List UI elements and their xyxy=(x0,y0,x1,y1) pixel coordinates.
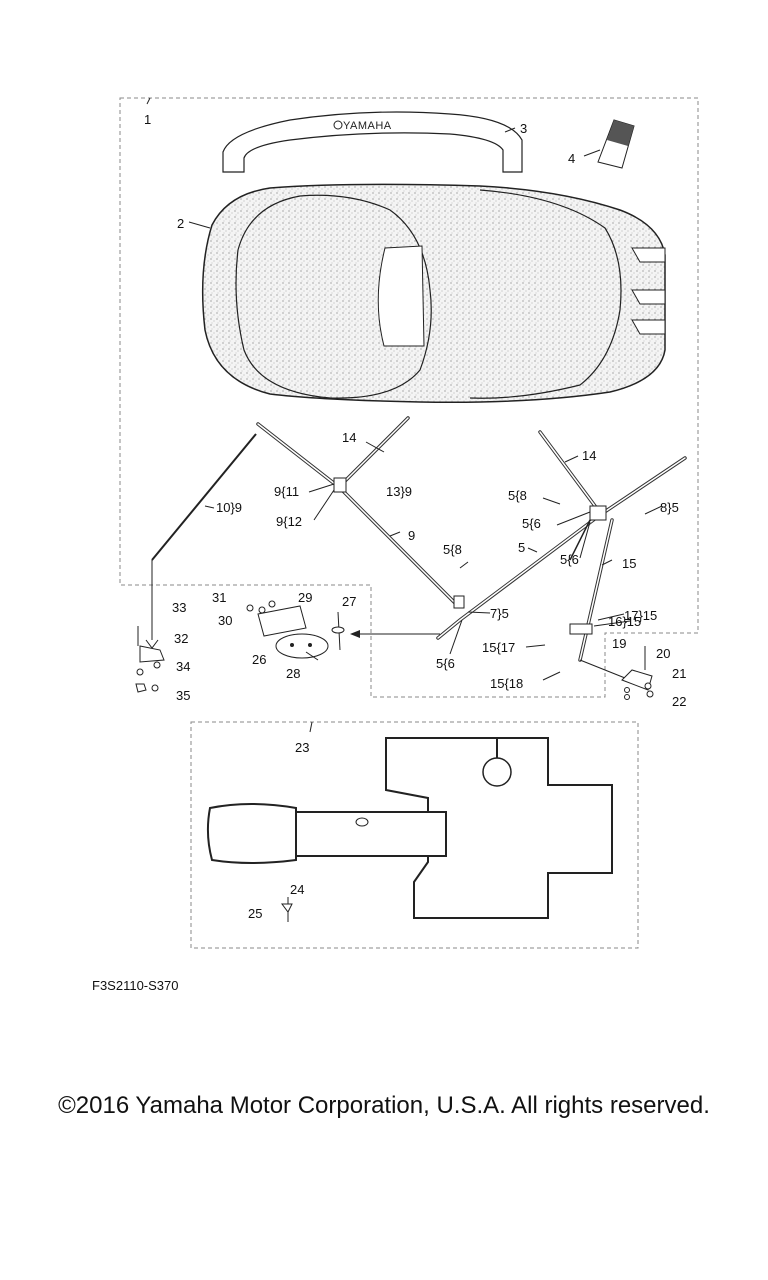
callout-5-6-lower: 5{6 xyxy=(436,656,455,671)
callout-8-5: 8}5 xyxy=(660,500,679,515)
callout-20: 20 xyxy=(656,646,670,661)
callout-32: 32 xyxy=(174,631,188,646)
right-hardware-group xyxy=(579,646,654,700)
callout-5-8-left: 5{8 xyxy=(443,542,462,557)
callout-4: 4 xyxy=(568,151,575,166)
callout-10-9: 10}9 xyxy=(216,500,242,515)
rivet-part xyxy=(281,897,293,922)
copyright-notice: ©2016 Yamaha Motor Corporation, U.S.A. A… xyxy=(58,1092,710,1119)
cover-part xyxy=(201,183,666,404)
callout-3: 3 xyxy=(520,121,527,136)
callout-1: 1 xyxy=(144,112,151,127)
group-outline-mat xyxy=(190,721,639,949)
yamaha-logo: YAMAHA xyxy=(343,120,392,132)
callout-31: 31 xyxy=(212,590,226,605)
callout-7-5: 7}5 xyxy=(490,606,509,621)
left-hardware-group xyxy=(135,560,165,693)
callout-26: 26 xyxy=(252,652,266,667)
callout-9-11: 9{11 xyxy=(274,484,299,499)
callout-16-15: 16}15 xyxy=(608,614,641,629)
callout-15-17: 15{17 xyxy=(482,640,515,655)
frame-poles xyxy=(151,416,687,662)
callout-19: 19 xyxy=(612,636,626,651)
callout-14-left: 14 xyxy=(342,430,356,445)
callout-9: 9 xyxy=(408,528,415,543)
callout-2: 2 xyxy=(177,216,184,231)
callout-34: 34 xyxy=(176,659,190,674)
callout-9-12: 9{12 xyxy=(276,514,302,529)
callouts: 1 3 4 2 14 14 9{11 13}9 9{12 9 10}9 5{8 … xyxy=(144,112,686,921)
callout-33: 33 xyxy=(172,600,186,615)
label-tag-part xyxy=(597,119,635,169)
leader-lines xyxy=(146,97,663,733)
callout-15: 15 xyxy=(622,556,636,571)
callout-27: 27 xyxy=(342,594,356,609)
callout-17-15: 17}15 xyxy=(624,608,657,623)
callout-28: 28 xyxy=(286,666,300,681)
callout-5-6-mid: 5{6 xyxy=(560,552,579,567)
callout-23: 23 xyxy=(295,740,309,755)
diagram-code: F3S2110-S370 xyxy=(92,978,179,993)
callout-13-9: 13}9 xyxy=(386,484,412,499)
callout-25: 25 xyxy=(248,906,262,921)
storage-bag-part: YAMAHA xyxy=(222,111,523,173)
callout-5-6-upper: 5{6 xyxy=(522,516,541,531)
callout-30: 30 xyxy=(218,613,232,628)
callout-5-8-right: 5{8 xyxy=(508,488,527,503)
callout-15-18: 15{18 xyxy=(490,676,523,691)
callout-24: 24 xyxy=(290,882,304,897)
tuning-fork-logo-icon xyxy=(333,120,343,130)
callout-14-right: 14 xyxy=(582,448,596,463)
callout-29: 29 xyxy=(298,590,312,605)
callout-5: 5 xyxy=(518,540,525,555)
group-outline-cover-assembly xyxy=(119,97,699,698)
mat-part xyxy=(206,737,613,919)
callout-21: 21 xyxy=(672,666,686,681)
callout-22: 22 xyxy=(672,694,686,709)
mount-bracket-group xyxy=(246,600,440,661)
callout-35: 35 xyxy=(176,688,190,703)
